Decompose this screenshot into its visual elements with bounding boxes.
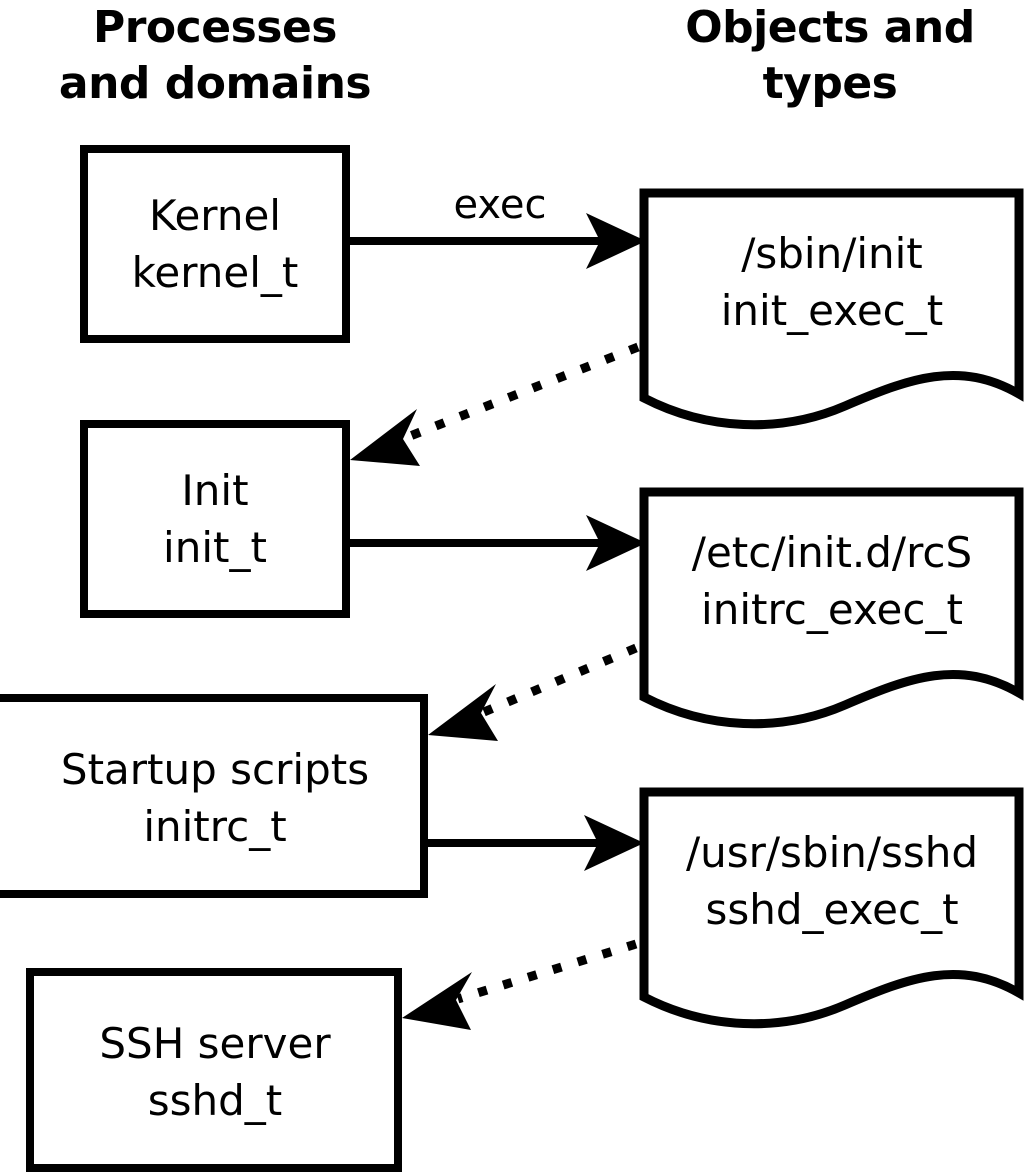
- node-kernel-box[interactable]: [80, 145, 350, 343]
- node-startup-scripts[interactable]: Startup scripts initrc_t: [0, 694, 428, 898]
- node-init-box[interactable]: [80, 420, 350, 618]
- node-kernel[interactable]: Kernel kernel_t: [80, 145, 350, 343]
- arrowhead-icon: [428, 684, 498, 741]
- column-header-processes: Processes and domains: [59, 2, 372, 109]
- node-ssh-server[interactable]: SSH server sshd_t: [26, 968, 402, 1172]
- node-init-exec-path: /sbin/init: [741, 229, 923, 278]
- node-initrc-exec-type: initrc_exec_t: [701, 585, 963, 634]
- node-ssh-server-box[interactable]: [26, 968, 402, 1172]
- node-startup-scripts-box[interactable]: [0, 694, 428, 898]
- node-init-exec[interactable]: /sbin/init init_exec_t: [639, 188, 1024, 430]
- arrowhead-icon: [350, 409, 420, 466]
- edge-line: [403, 342, 640, 443]
- edge-sshd-exec-transition-sshd: [402, 939, 638, 1030]
- edge-init-exec-transition-init: [350, 342, 640, 466]
- node-sshd-exec-path: /usr/sbin/sshd: [686, 828, 978, 877]
- arrowhead-icon: [586, 515, 646, 571]
- arrowhead-icon: [402, 972, 472, 1030]
- column-header-processes-line2: and domains: [59, 58, 371, 109]
- node-sshd-exec-type: sshd_exec_t: [705, 885, 958, 934]
- node-init-exec-type: init_exec_t: [721, 286, 944, 335]
- node-init-exec-document[interactable]: [639, 188, 1024, 430]
- node-startup-scripts-label-line2: initrc_t: [143, 802, 286, 851]
- edge-initrc-exec-transition-initrc: [428, 643, 638, 741]
- arrowhead-icon: [584, 815, 644, 871]
- node-sshd-exec[interactable]: /usr/sbin/sshd sshd_exec_t: [639, 787, 1024, 1029]
- column-header-processes-line1: Processes: [93, 2, 337, 53]
- edge-initrc-exec-sshd-exec: [428, 815, 644, 871]
- node-initrc-exec-path: /etc/init.d/rcS: [692, 528, 972, 577]
- node-initrc-exec-document[interactable]: [639, 487, 1024, 729]
- node-kernel-label-line2: kernel_t: [132, 248, 299, 297]
- node-init[interactable]: Init init_t: [80, 420, 350, 618]
- edge-line: [482, 643, 638, 717]
- edge-label-exec: exec: [454, 182, 547, 228]
- node-init-label-line1: Init: [181, 466, 248, 515]
- node-startup-scripts-label-line1: Startup scripts: [61, 745, 369, 794]
- node-ssh-server-label-line1: SSH server: [99, 1019, 331, 1068]
- node-initrc-exec[interactable]: /etc/init.d/rcS initrc_exec_t: [639, 487, 1024, 729]
- column-header-objects-line2: types: [763, 58, 898, 109]
- node-ssh-server-label-line2: sshd_t: [148, 1076, 283, 1125]
- column-header-objects-line1: Objects and: [685, 2, 974, 53]
- edge-init-exec-initrc-exec: [350, 515, 646, 571]
- edge-kernel-exec-init-exec: exec: [350, 182, 646, 269]
- node-sshd-exec-document[interactable]: [639, 787, 1024, 1029]
- node-kernel-label-line1: Kernel: [149, 191, 281, 240]
- node-init-label-line2: init_t: [163, 523, 267, 572]
- edge-line: [456, 939, 638, 1004]
- arrowhead-icon: [586, 213, 646, 269]
- column-header-objects: Objects and types: [685, 2, 975, 109]
